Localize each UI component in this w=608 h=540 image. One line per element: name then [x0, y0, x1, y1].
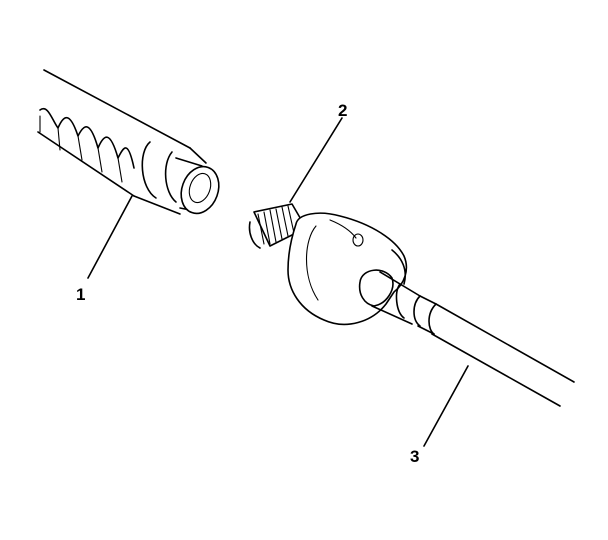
- leader-line-3: [423, 365, 469, 447]
- leader-line-2: [289, 117, 343, 203]
- leader-line-1: [87, 195, 133, 279]
- callout-3: 3: [410, 447, 419, 466]
- rack-part: [37, 69, 220, 215]
- tie-rod-housing: [248, 203, 408, 326]
- callout-2: 2: [338, 101, 347, 120]
- callout-1: 1: [76, 285, 85, 304]
- tie-rod-shaft: [371, 271, 575, 407]
